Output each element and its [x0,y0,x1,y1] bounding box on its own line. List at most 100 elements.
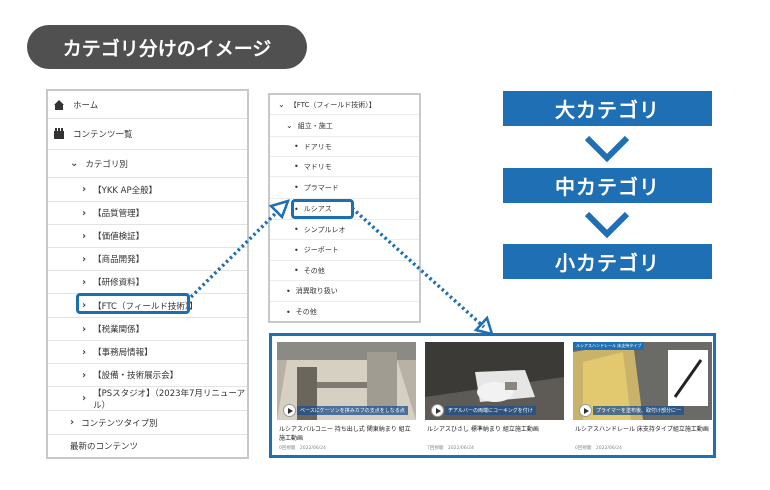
chevron-right-icon: › [82,276,87,288]
chevron-right-icon: › [82,207,87,219]
menu-item-assembly[interactable]: ⌄ 組立・施工 [270,115,419,137]
menu-item-label: 【税業関係】 [93,325,145,335]
menu-item-category[interactable]: › 【税業関係】 [48,318,247,341]
bullet-icon: • [294,142,299,151]
small-category-box: 小カテゴリ [503,244,712,279]
chevron-right-icon: › [82,230,87,242]
menu-item-label: 【FTC（フィールド技術）】 [93,301,198,312]
menu-item-label: 【PSスタジオ】（2023年7月リニューアル） [93,388,246,411]
menu-item-ftc[interactable]: ⌄ 【FTC（フィールド技術）】 [270,95,419,115]
menu-item-sub[interactable]: • その他 [270,302,419,322]
video-title[interactable]: ルシアスバルコニー 持ち出し式 関東納まり 組立施工動画 [279,426,411,442]
large-category-box: 大カテゴリ [503,91,712,126]
highlight-lucias [291,199,354,219]
video-caption: ヂアルバーの両端にコーキングを付け [445,406,536,415]
category-menu-full: ホーム コンテンツ一覧 ⌄ カテゴリ別 › 【YKK AP全般】 › 【品質管理… [46,89,249,459]
menu-item-category[interactable]: › 【品質管理】 [48,202,247,225]
bullet-icon: • [294,266,299,275]
menu-item-category[interactable]: › 【研修資料】 [48,271,247,294]
menu-item-label: 【設備・技術展示会】 [93,371,179,381]
video-card[interactable]: ルシアスハンドレール 床支持タイプ プライマーを塗布後、取付け部分に一 ルシアス… [573,342,712,454]
menu-item-label: ルシアス [303,205,332,213]
menu-item-label: カテゴリ別 [85,159,128,170]
menu-item-label: 消異取り扱い [295,287,338,295]
menu-item-label: プラマード [303,183,339,192]
chevron-down-icon [584,211,630,239]
chevron-down-icon: ⌄ [278,100,285,109]
chevron-right-icon: › [82,253,87,265]
menu-item-sub[interactable]: • シンプルレオ [270,220,419,240]
video-meta: 7回視聴 2022/06/24 [427,446,474,451]
video-card[interactable]: ヂアルバーの両端にコーキングを付け ルシアスひさし 標準納まり 組立施工動画 7… [425,342,564,454]
chevron-right-icon: › [70,417,75,428]
menu-item-label: マドリモ [303,162,332,171]
bullet-icon: • [286,307,291,317]
menu-item-label: 【FTC（フィールド技術）】 [289,100,376,109]
video-thumbnail: ルシアスハンドレール 床支持タイプ プライマーを塗布後、取付け部分に一 [573,342,712,420]
menu-item-home[interactable]: ホーム [48,91,247,119]
chevron-right-icon: › [82,393,87,404]
video-meta: 0回視聴 2022/06/24 [279,446,326,451]
menu-item-by-type[interactable]: › コンテンツタイプ別 [48,411,247,435]
home-icon [54,99,64,110]
menu-item-sub[interactable]: • プラマード [270,177,419,199]
menu-item-by-category[interactable]: ⌄ カテゴリ別 [48,150,247,178]
menu-item-label: シンプルレオ [303,225,346,234]
play-icon[interactable] [579,404,592,417]
menu-item-category[interactable]: › 【事務局情報】 [48,341,247,364]
menu-item-label: その他 [295,308,317,316]
chevron-down-icon: ⌄ [286,121,293,130]
menu-item-category[interactable]: › 【設備・技術展示会】 [48,364,247,387]
chevron-right-icon: › [82,346,87,358]
bullet-icon: • [294,225,299,234]
bullet-icon: • [294,245,299,255]
chevron-right-icon: › [82,300,87,311]
menu-item-label: ホーム [73,100,99,111]
chevron-down-icon: ⌄ [70,158,79,169]
menu-item-sub[interactable]: • ジーポート [270,240,419,261]
bullet-icon: • [286,286,291,296]
menu-item-label: その他 [303,266,325,275]
highlight-ftc [76,293,190,314]
play-icon[interactable] [283,404,296,417]
chevron-down-icon [584,135,630,163]
video-caption: プライマーを塗布後、取付け部分に一 [593,406,685,415]
video-title[interactable]: ルシアスハンドレール 床支持タイプ組立施工動画 [575,426,709,433]
video-thumbnail: ベースにケーソンを挟みカフの支点をしなる点 [277,342,416,420]
play-icon[interactable] [431,404,444,417]
video-caption: ベースにケーソンを挟みカフの支点をしなる点 [297,406,408,415]
menu-item-sub[interactable]: • マドリモ [270,157,419,177]
video-list-panel: ベースにケーソンを挟みカフの支点をしなる点 ルシアスバルコニー 持ち出し式 関東… [269,333,716,458]
menu-item-sub-lucias[interactable]: • ルシアス [270,199,419,220]
menu-item-label: ドアリモ [303,142,332,151]
menu-item-label: ジーポート [303,246,339,254]
menu-item-label: 組立・施工 [297,121,333,130]
bullet-icon: • [294,162,299,171]
category-menu-ftc: ⌄ 【FTC（フィールド技術）】 ⌄ 組立・施工 • ドアリモ • マドリモ •… [268,93,421,323]
video-card[interactable]: ベースにケーソンを挟みカフの支点をしなる点 ルシアスバルコニー 持ち出し式 関東… [277,342,416,454]
menu-item-contents[interactable]: コンテンツ一覧 [48,119,247,150]
menu-item-label: 【YKK AP全般】 [93,185,158,196]
page-title: カテゴリ分けのイメージ [27,25,307,69]
chevron-right-icon: › [82,369,87,381]
menu-item-category[interactable]: › 【商品開発】 [48,248,247,271]
menu-item-label: コンテンツ一覧 [73,130,133,140]
video-title[interactable]: ルシアスひさし 標準納まり 組立施工動画 [427,426,539,433]
menu-item-sub[interactable]: • ドアリモ [270,137,419,157]
menu-item-latest[interactable]: 最新のコンテンツ [48,435,247,457]
menu-item-label: 【商品開発】 [93,255,145,265]
menu-item-sub[interactable]: • 消異取り扱い [270,281,419,302]
video-thumbnail: ヂアルバーの両端にコーキングを付け [425,342,564,420]
menu-item-label: 【価値検証】 [93,232,145,242]
menu-item-sub[interactable]: • その他 [270,261,419,281]
menu-item-label: 【研修資料】 [93,278,145,288]
menu-item-label: 最新のコンテンツ [70,442,139,452]
menu-item-category[interactable]: › 【YKK AP全般】 [48,178,247,202]
menu-item-category-ftc[interactable]: › 【FTC（フィールド技術）】 [48,294,247,318]
menu-item-category[interactable]: › 【価値検証】 [48,225,247,248]
bullet-icon: • [294,183,299,192]
menu-item-label: 【品質管理】 [93,209,145,219]
menu-item-category[interactable]: › 【PSスタジオ】（2023年7月リニューアル） [48,387,247,411]
chevron-right-icon: › [82,323,87,335]
medium-category-box: 中カテゴリ [503,168,712,203]
